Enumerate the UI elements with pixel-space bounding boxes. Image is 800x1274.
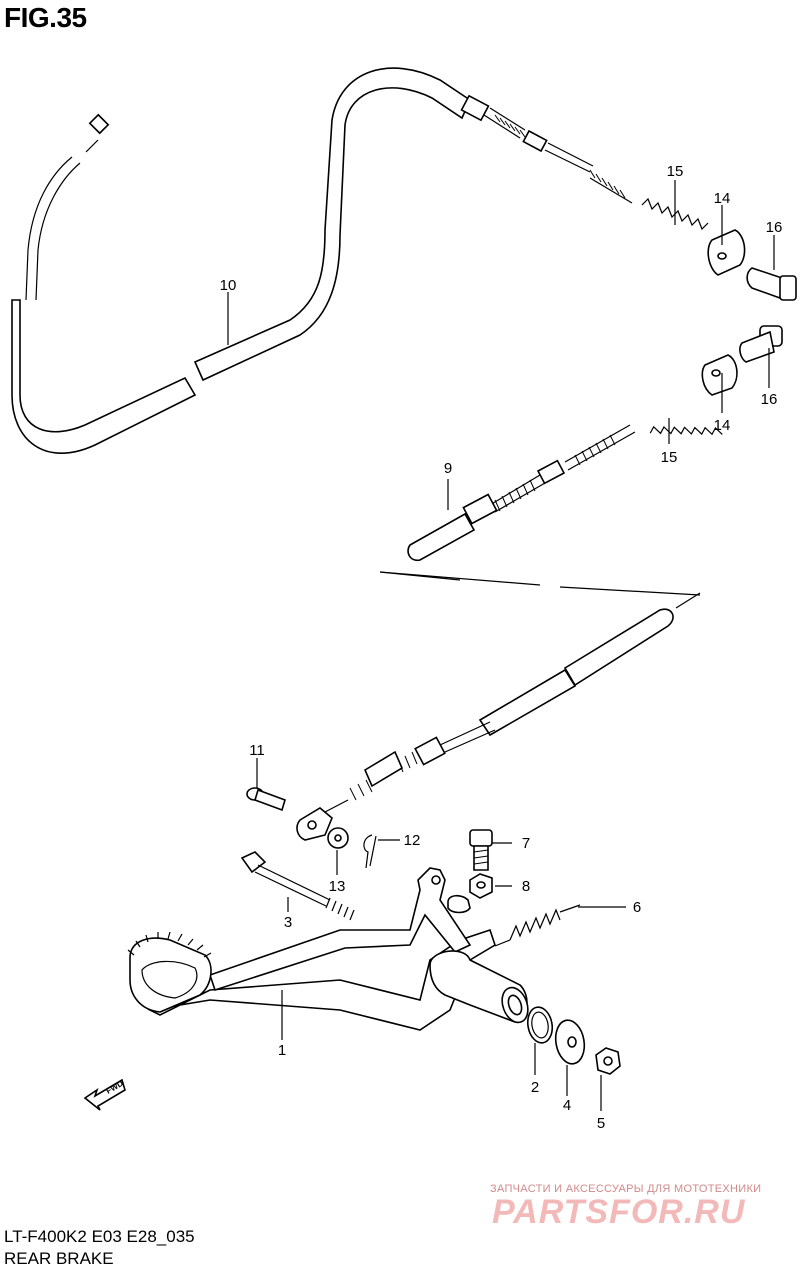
callout-labels: 1 2 3 4 5 6 7 8 9 10 11 12 13 14 14 15 1… <box>220 163 783 1132</box>
callout-12: 12 <box>404 832 421 849</box>
callout-10: 10 <box>220 277 237 294</box>
cable-joint-upper[interactable] <box>707 229 746 276</box>
clevis-pin[interactable] <box>246 787 286 812</box>
callout-11: 11 <box>249 742 265 759</box>
brake-cable-upper[interactable] <box>11 67 633 455</box>
brake-cable-lower[interactable] <box>296 325 783 841</box>
watermark-brand: PARTSFOR.RU <box>492 1193 746 1231</box>
o-ring[interactable] <box>525 1005 555 1045</box>
callout-13: 13 <box>329 878 346 895</box>
callout-15-upper: 15 <box>667 163 684 180</box>
leader-lines <box>227 180 775 1111</box>
figure-title: FIG.35 <box>4 2 87 33</box>
callout-15-lower: 15 <box>661 449 678 466</box>
callout-1: 1 <box>278 1042 286 1059</box>
forward-arrow-icon: FWD <box>83 1079 126 1111</box>
section-name: REAR BRAKE <box>4 1249 114 1268</box>
pedal-bolt[interactable] <box>240 851 355 921</box>
callout-3: 3 <box>284 914 292 931</box>
callout-16-upper: 16 <box>766 219 783 236</box>
pedal-nut[interactable] <box>595 1047 621 1075</box>
adjust-bolt[interactable] <box>469 829 493 871</box>
cotter-pin[interactable] <box>363 834 377 869</box>
callout-7: 7 <box>522 835 530 852</box>
callout-9: 9 <box>444 460 452 477</box>
callout-2: 2 <box>531 1079 539 1096</box>
brake-pedal[interactable] <box>127 867 532 1031</box>
callout-8: 8 <box>522 878 530 895</box>
callout-6: 6 <box>633 899 641 916</box>
pedal-washer[interactable] <box>552 1018 587 1066</box>
callout-14-upper: 14 <box>714 190 731 207</box>
callout-14-lower: 14 <box>714 417 731 434</box>
callout-4: 4 <box>563 1097 571 1114</box>
washer[interactable] <box>327 827 349 849</box>
bolt-upper[interactable] <box>746 267 797 301</box>
return-spring[interactable] <box>494 904 581 947</box>
callout-5: 5 <box>597 1115 605 1132</box>
callout-16-lower: 16 <box>761 391 778 408</box>
watermark-subtitle: ЗАПЧАСТИ И АКСЕССУАРЫ ДЛЯ МОТОТЕХНИКИ <box>490 1183 762 1195</box>
lock-nut[interactable] <box>469 873 493 899</box>
model-code: LT-F400K2 E03 E28_035 <box>4 1227 195 1246</box>
